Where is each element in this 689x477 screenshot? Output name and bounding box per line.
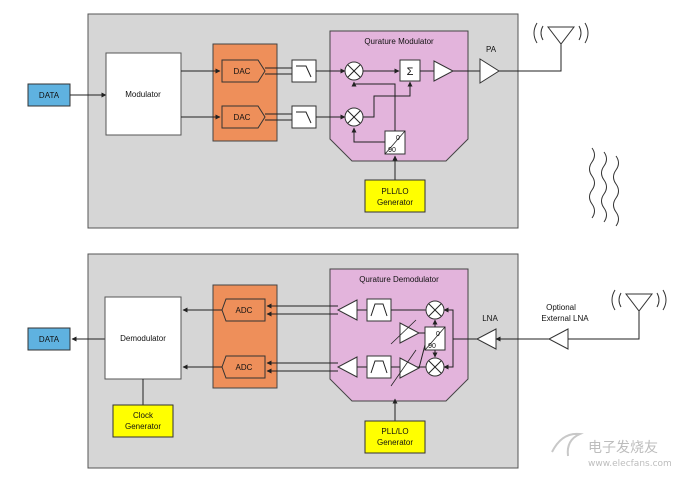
receiver-section: DATA Demodulator Clock Generator ADC ADC… xyxy=(27,253,667,469)
adc-top-block xyxy=(221,298,266,322)
watermark: 电子发烧友 www.elecfans.com xyxy=(551,432,672,469)
tx-filter-top xyxy=(291,59,317,83)
rx-lo-amp-upper xyxy=(399,322,421,344)
transmitter-section: DATA Modulator DAC DAC Qurature Modulato xyxy=(27,13,589,229)
dac-top-label: DAC xyxy=(234,67,251,76)
rx-filter-top xyxy=(366,298,392,322)
dac-bottom-label: DAC xyxy=(234,113,251,122)
clock-generator xyxy=(112,404,174,438)
adc-bottom-label: ADC xyxy=(236,363,253,372)
rx-filter-bottom xyxy=(366,355,392,379)
tx-mixer-q xyxy=(344,107,364,127)
optional-external-lna xyxy=(547,328,569,350)
rx-pll-line2: Generator xyxy=(377,438,413,447)
rx-mixer-q xyxy=(425,357,445,377)
tx-data-label: DATA xyxy=(39,91,60,100)
tx-antenna-icon xyxy=(533,22,589,45)
tx-pll-line1: PLL/LO xyxy=(381,187,408,196)
clock-line2: Generator xyxy=(125,422,161,431)
watermark-logo-icon xyxy=(551,432,584,457)
tx-mixer-i xyxy=(344,61,364,81)
quadrature-demodulator-title: Qurature Demodulator xyxy=(359,275,439,284)
watermark-line2: www.elecfans.com xyxy=(588,459,672,469)
lna-label: LNA xyxy=(482,314,498,323)
dac-top-block xyxy=(221,59,266,83)
modulator-label: Modulator xyxy=(125,90,161,99)
dac-bottom-block xyxy=(221,105,266,129)
tx-pll-line2: Generator xyxy=(377,198,413,207)
tx-phase-90: 90 xyxy=(388,147,396,154)
demodulator-label: Demodulator xyxy=(120,334,166,343)
rx-phase-0: 0 xyxy=(436,331,440,338)
optional-line2: External LNA xyxy=(541,314,589,323)
quadrature-demodulator-panel xyxy=(329,268,469,402)
pa-label: PA xyxy=(486,45,497,54)
rx-antenna-icon xyxy=(611,289,667,312)
tx-phase-0: 0 xyxy=(396,135,400,142)
rx-pll-line1: PLL/LO xyxy=(381,427,408,436)
optional-line1: Optional xyxy=(546,303,576,312)
rx-data-box xyxy=(27,327,71,351)
rx-mixer-i xyxy=(425,300,445,320)
adc-top-label: ADC xyxy=(236,306,253,315)
power-amplifier xyxy=(479,58,500,84)
rx-pll-lo-generator xyxy=(364,420,426,454)
rx-phase-90: 90 xyxy=(428,343,436,350)
demodulator-block xyxy=(104,296,182,380)
quadrature-modulator-title: Qurature Modulator xyxy=(364,37,434,46)
radio-wave-icon xyxy=(589,147,619,227)
summer-symbol: Σ xyxy=(407,66,414,78)
tx-driver-amplifier xyxy=(433,60,455,82)
adc-bottom-block xyxy=(221,355,266,379)
tx-filter-bottom xyxy=(291,105,317,129)
watermark-line1: 电子发烧友 xyxy=(588,440,658,456)
modulator-block xyxy=(105,52,182,136)
rx-data-label: DATA xyxy=(39,335,60,344)
tx-pll-lo-generator xyxy=(364,179,426,213)
clock-line1: Clock xyxy=(133,411,154,420)
rx-lo-amp-lower xyxy=(399,357,421,379)
